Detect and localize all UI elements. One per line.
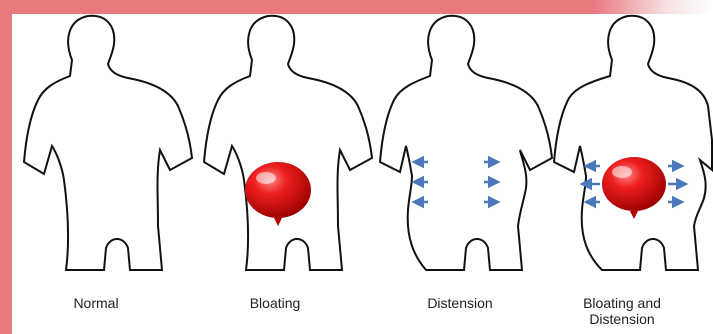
label-normal: Normal	[21, 295, 171, 311]
figure-bloating	[204, 16, 372, 270]
label-bloating-and-distension: Bloating and Distension	[562, 295, 682, 327]
figure-distension	[380, 16, 552, 270]
figure-normal	[24, 16, 192, 270]
label-distension: Distension	[385, 295, 535, 311]
torso-outline	[554, 16, 712, 270]
torso-outline	[24, 16, 192, 270]
figure-bloating-and-distension	[554, 16, 712, 270]
label-bloating: Bloating	[200, 295, 350, 311]
torso-outline	[204, 16, 372, 270]
torso-outline	[380, 16, 552, 270]
